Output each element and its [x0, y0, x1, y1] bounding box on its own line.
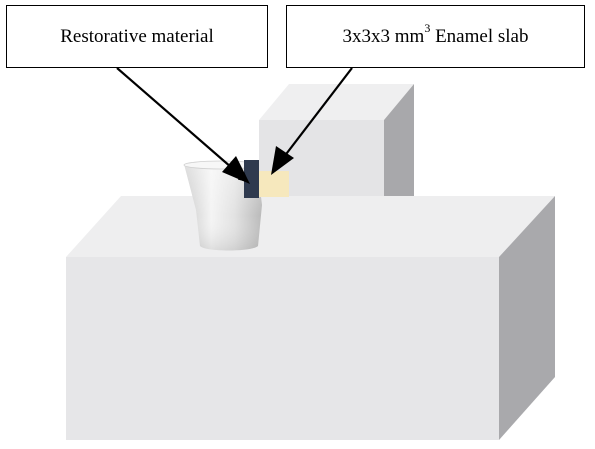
upper-block-top: [259, 84, 414, 120]
enamel-slab-prefix: 3x3x3 mm: [342, 25, 425, 47]
arrow-restorative-head: [222, 156, 250, 184]
enamel-slab-text: 3x3x3 mm3 Enamel slab: [342, 22, 529, 48]
enamel-slab-sample: [259, 171, 289, 197]
arrow-restorative: [116, 67, 249, 183]
base-block-front: [66, 257, 499, 440]
base-block-side: [499, 196, 555, 440]
arrow-enamel-head: [271, 146, 294, 175]
enamel-slab-superscript: 3: [424, 21, 431, 36]
restorative-material-label: Restorative material: [6, 5, 268, 68]
base-block: [66, 196, 555, 440]
arrow-enamel: [275, 67, 353, 168]
restorative-material-sample: [244, 160, 259, 198]
restorative-material-text: Restorative material: [60, 25, 214, 47]
enamel-slab-label: 3x3x3 mm3 Enamel slab: [286, 5, 585, 68]
base-block-top: [66, 196, 555, 257]
enamel-slab-suffix: Enamel slab: [430, 25, 529, 47]
holder-highlight: [184, 164, 262, 251]
